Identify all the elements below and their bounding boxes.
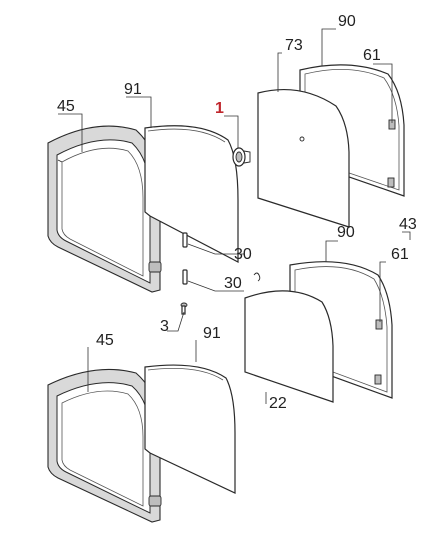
label-90-upper: 90 — [338, 13, 356, 30]
label-61-upper: 61 — [363, 47, 381, 64]
leader-lines — [58, 28, 411, 404]
label-73: 73 — [285, 37, 303, 54]
front-panel-middle — [244, 290, 334, 403]
door-frame-lower — [47, 368, 162, 523]
label-91-lower: 91 — [203, 325, 221, 342]
pin-part-upper — [182, 232, 188, 248]
label-22: 22 — [269, 395, 287, 412]
label-3: 3 — [160, 318, 169, 335]
door-frame-upper — [47, 125, 162, 293]
knob-part — [232, 147, 251, 167]
pin-part-lower — [182, 269, 188, 285]
label-1-highlight: 1 — [215, 100, 224, 117]
glass-panel-lower — [144, 364, 236, 494]
baffle-plate — [257, 88, 350, 228]
label-61-middle: 61 — [391, 246, 409, 263]
label-45-lower: 45 — [96, 332, 114, 349]
label-30-lower: 30 — [224, 275, 242, 292]
label-30-upper: 30 — [234, 246, 252, 263]
label-90-middle: 90 — [337, 224, 355, 241]
label-45-upper: 45 — [57, 98, 75, 115]
label-43: 43 — [399, 216, 417, 233]
glass-panel-upper — [144, 125, 239, 263]
label-91-upper: 91 — [124, 81, 142, 98]
spring-clip — [253, 272, 261, 282]
